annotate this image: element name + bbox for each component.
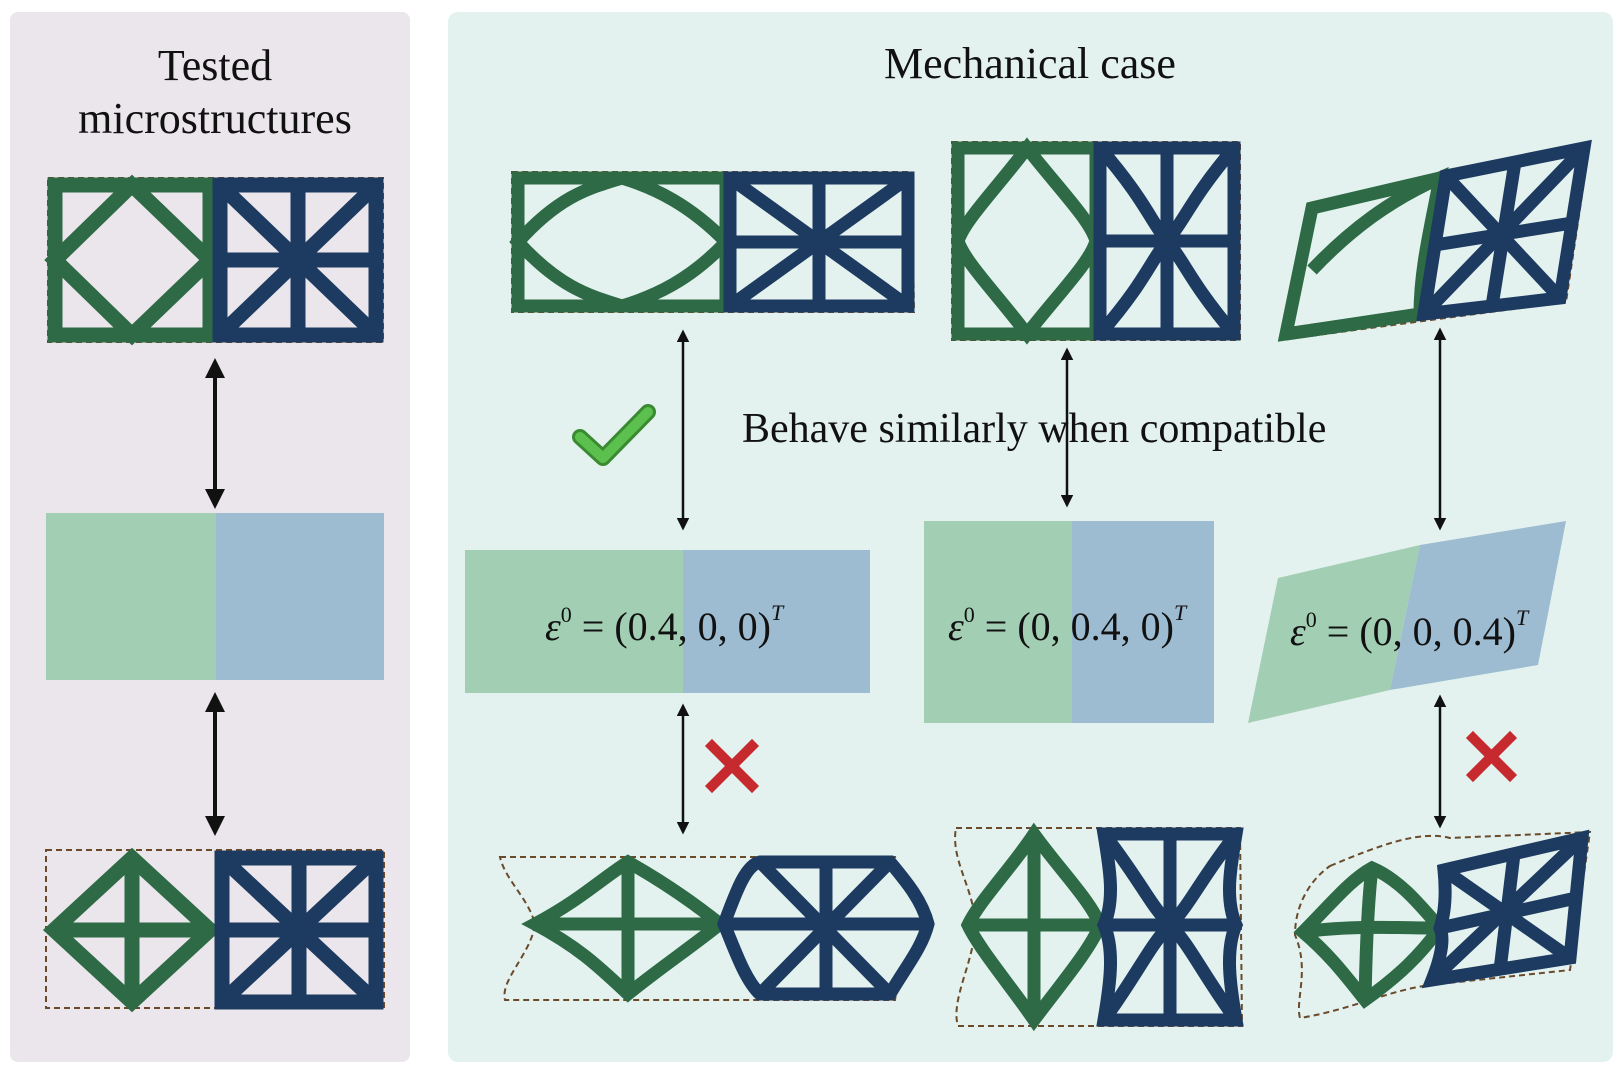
green-crossed-diamond-cell — [42, 847, 222, 1013]
case3-top-structure — [1277, 139, 1592, 342]
cross-icon-case1 — [704, 738, 760, 794]
epsilon-symbol: ε — [545, 604, 561, 649]
transpose-mark: T — [1515, 605, 1529, 630]
green-diamond-cell — [44, 174, 221, 346]
case1-strain-block — [465, 550, 870, 693]
epsilon-symbol: ε — [948, 604, 964, 649]
strain-vector: (0, 0.4, 0) — [1017, 604, 1174, 649]
eq-superscript: 0 — [963, 602, 975, 627]
equals-sign: = — [1316, 609, 1360, 654]
eq-superscript: 0 — [560, 602, 572, 627]
blue-star-cell — [214, 850, 384, 1010]
case2-top-structure — [951, 137, 1241, 345]
strain-equation-case3: ε0 = (0, 0, 0.4)T — [1290, 605, 1528, 655]
epsilon-symbol: ε — [1290, 609, 1306, 654]
strain-equation-case2: ε0 = (0, 0.4, 0)T — [948, 600, 1186, 650]
eq-superscript: 0 — [1305, 607, 1317, 632]
tested-pair-bottom — [42, 847, 385, 1013]
left-title-line1: Tested — [157, 41, 273, 90]
equals-sign: = — [974, 604, 1018, 649]
strain-equation-case1: ε0 = (0.4, 0, 0)T — [545, 600, 783, 650]
case1-top-structure — [509, 171, 916, 313]
tested-pair-top — [44, 174, 384, 346]
transpose-mark: T — [770, 600, 784, 625]
case2-strain-block — [924, 521, 1214, 723]
case2-bottom-structure — [954, 822, 1244, 1032]
strain-vector: (0.4, 0, 0) — [614, 604, 771, 649]
strain-vector: (0, 0, 0.4) — [1359, 609, 1516, 654]
left-title-line2: microstructures — [78, 93, 352, 143]
equals-sign: = — [571, 604, 615, 649]
blue-cross-cell — [212, 177, 384, 343]
transpose-mark: T — [1173, 600, 1187, 625]
left-panel-title: Tested microstructures — [10, 40, 420, 146]
homogenized-block-left — [46, 513, 384, 680]
cross-icon-case3 — [1465, 730, 1518, 783]
case3-bottom-structure — [1293, 829, 1592, 1020]
right-panel-title: Mechanical case — [884, 39, 1176, 88]
behave-similarly-note: Behave similarly when compatible — [742, 406, 1327, 452]
case3-strain-block — [1248, 521, 1566, 723]
case1-bottom-structure — [498, 854, 935, 1003]
